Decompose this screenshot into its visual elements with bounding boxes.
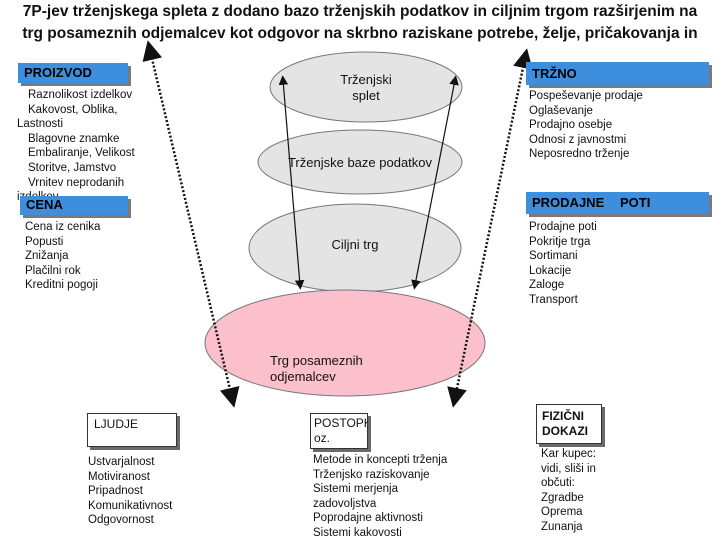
list-item: Sistemi merjenja bbox=[313, 483, 398, 496]
list-item: Motiviranost bbox=[88, 470, 150, 483]
list-item: Znižanja bbox=[25, 250, 69, 263]
list-ljudje: Ustvarjalnost Motiviranost Pripadnost Ko… bbox=[88, 455, 172, 528]
list-item: Embaliranje, Velikost bbox=[28, 147, 135, 160]
title-line-2: trg posameznih odjemalcev kot odgovor na… bbox=[22, 25, 698, 42]
list-fizicni-dokazi: Kar kupec: vidi, sliši in občuti: Zgradb… bbox=[541, 447, 596, 535]
list-item: Kakovost, Oblika, bbox=[28, 103, 118, 116]
list-item: Komunikativnost bbox=[88, 499, 173, 512]
list-proizvod: Raznolikost izdelkov Kakovost, Oblika, L… bbox=[17, 88, 135, 205]
list-item: Prodajno osebje bbox=[529, 119, 613, 132]
funnel-arrow-left-inner bbox=[278, 75, 305, 290]
funnel-arrow-right-outer bbox=[447, 48, 533, 408]
list-item: Oglaševanje bbox=[529, 104, 593, 117]
list-item: Kar kupec: bbox=[541, 448, 596, 460]
list-item: vidi, sliši in bbox=[541, 462, 596, 475]
list-item: Poprodajne aktivnosti bbox=[313, 512, 423, 525]
list-item: Oprema bbox=[541, 506, 583, 519]
list-item: Pokritje trga bbox=[529, 235, 591, 248]
list-prodajne-poti: Prodajne poti Pokritje trga Sortimani Lo… bbox=[529, 220, 597, 308]
list-item: Prodajne poti bbox=[529, 221, 597, 233]
list-item: Transport bbox=[529, 293, 578, 306]
header-proizvod: PROIZVOD bbox=[18, 63, 128, 83]
header-fizicni-dokazi: FIZIČNI DOKAZI bbox=[536, 404, 602, 444]
label-trzenjski-splet: Trženjski splet bbox=[340, 72, 392, 103]
list-cena: Cena iz cenika Popusti Znižanja Plačilni… bbox=[25, 220, 100, 293]
funnel-arrow-right-inner bbox=[411, 75, 459, 290]
header-cena: CENA bbox=[20, 196, 128, 215]
list-item: Metode in koncepti trženja bbox=[313, 454, 448, 466]
list-item: Zaloge bbox=[529, 279, 565, 292]
list-postopki: Metode in koncepti trženja Trženjsko raz… bbox=[313, 453, 447, 541]
list-item: Odnosi z javnostmi bbox=[529, 133, 627, 146]
diagram-title: 7P-jev trženjskega spleta z dodano bazo … bbox=[0, 0, 720, 60]
list-item: Popusti bbox=[25, 235, 64, 248]
list-item: Neposredno trženje bbox=[529, 148, 630, 161]
list-item: Sistemi kakovosti bbox=[313, 526, 402, 539]
list-item: Zunanja bbox=[541, 520, 583, 533]
label-trg-posameznih: Trg posameznih odjemalcev bbox=[270, 353, 363, 384]
list-item: Raznolikost izdelkov bbox=[28, 89, 133, 101]
list-item: Odgovornost bbox=[88, 514, 154, 527]
list-item: občuti: bbox=[541, 477, 575, 490]
list-item: Vrnitev neprodanih bbox=[28, 176, 125, 189]
list-item: Cena iz cenika bbox=[25, 221, 101, 233]
list-item: Ustvarjalnost bbox=[88, 456, 155, 468]
list-item: Lokacije bbox=[529, 264, 572, 277]
label-ciljni-trg: Ciljni trg bbox=[331, 237, 379, 252]
header-prodajne-poti: PRODAJNE POTI bbox=[526, 192, 709, 214]
list-item: Zgradbe bbox=[541, 491, 584, 504]
list-item: Plačilni rok bbox=[25, 264, 81, 277]
header-ljudje: LJUDJE bbox=[87, 413, 177, 447]
list-item: zadovoljstva bbox=[313, 497, 377, 510]
list-item: Sortimani bbox=[529, 250, 578, 263]
funnel-arrow-left-outer bbox=[142, 40, 240, 408]
list-item: Pospeševanje prodaje bbox=[529, 90, 643, 102]
list-item: Kreditni pogoji bbox=[25, 279, 98, 292]
list-item: Lastnosti bbox=[17, 118, 64, 131]
header-trzno: TRŽNO bbox=[526, 62, 709, 85]
list-trzno: Pospeševanje prodaje Oglaševanje Prodajn… bbox=[529, 89, 643, 162]
header-postopki: POSTOPKI oz. bbox=[310, 413, 368, 449]
label-trzenjske-baze: Trženjske baze podatkov bbox=[287, 155, 433, 170]
list-item: Trženjsko raziskovanje bbox=[313, 468, 430, 481]
list-item: Pripadnost bbox=[88, 485, 143, 498]
title-line-1: 7P-jev trženjskega spleta z dodano bazo … bbox=[22, 3, 698, 20]
list-item: Storitve, Jamstvo bbox=[28, 161, 117, 174]
list-item: Blagovne znamke bbox=[28, 132, 120, 145]
